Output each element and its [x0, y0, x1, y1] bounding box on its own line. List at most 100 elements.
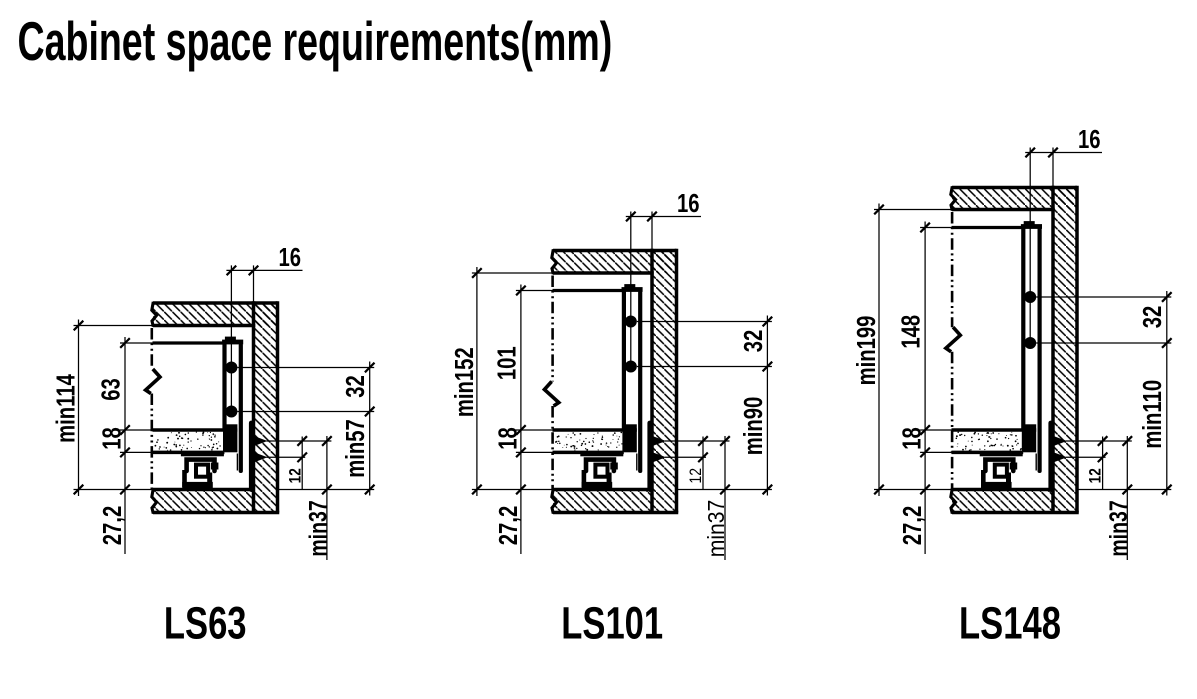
cad-line [919, 483, 931, 496]
cad-shape [988, 436, 991, 438]
cad-shape [215, 443, 218, 445]
cad-line [471, 267, 483, 279]
cad-shape [617, 438, 620, 440]
dim-board-thickness: 18 [97, 427, 126, 450]
cad-shape [178, 435, 181, 437]
cad-line [247, 264, 260, 276]
cad-shape [992, 462, 1009, 479]
cad-shape [585, 448, 587, 450]
cad-line [719, 483, 731, 496]
cad-shape [581, 442, 584, 445]
cad-shape [592, 437, 594, 440]
cad-line [515, 483, 527, 496]
dim-profile-height: 148 [896, 315, 925, 349]
cad-shape [210, 436, 213, 438]
cad-line [625, 210, 637, 223]
cad-shape [212, 433, 215, 435]
cad-shape [1037, 227, 1042, 473]
cad-shape [612, 439, 614, 441]
cad-shape [181, 437, 184, 440]
dim-pin-spacing: 12 [286, 468, 305, 483]
cad-shape [1020, 448, 1022, 450]
cad-shape [1016, 444, 1018, 446]
cad-shape [208, 438, 210, 440]
cad-shape [964, 448, 967, 450]
page-title: Cabinet space requirements(mm) [18, 10, 613, 72]
cad-shape [179, 444, 181, 447]
cad-shape [1009, 434, 1011, 436]
cad-shape [180, 449, 183, 451]
cad-shape [579, 432, 582, 435]
cad-shape [989, 445, 991, 447]
cad-shape [572, 432, 574, 434]
cad-shape [209, 431, 211, 434]
cad-shape [955, 437, 958, 440]
dim-hole-spacing: 32 [738, 330, 767, 353]
cad-shape [563, 444, 565, 446]
dim-side-gap: 16 [677, 189, 700, 218]
cad-shape [219, 445, 221, 447]
cad-shape [167, 449, 168, 451]
cad-shape [978, 438, 981, 441]
cad-shape [157, 439, 159, 441]
cad-shape [150, 488, 159, 515]
cad-shape [212, 443, 215, 446]
cad-shape [606, 472, 612, 487]
fixing-pin-upper [652, 436, 666, 446]
cad-shape [981, 470, 986, 487]
cad-shape [576, 447, 578, 450]
cad-line [321, 483, 333, 496]
cad-shape [210, 462, 219, 470]
cad-shape [584, 443, 587, 445]
cad-shape [616, 446, 618, 448]
cad-shape [173, 443, 176, 446]
cad-shape [167, 436, 170, 439]
cad-shape [967, 440, 969, 442]
cad-shape [208, 446, 211, 448]
cad-shape [1021, 227, 1026, 430]
cad-shape [187, 438, 189, 440]
cad-shape [981, 434, 984, 436]
cad-line [296, 451, 308, 463]
cad-shape [550, 249, 559, 275]
cad-line [873, 483, 885, 496]
dim-hole-to-bottom: min57 [341, 419, 370, 478]
cad-shape [984, 445, 986, 447]
dim-pin-to-bottom: min37 [304, 500, 332, 556]
cad-shape [600, 443, 603, 445]
cad-shape [580, 444, 583, 447]
cad-shape [1048, 420, 1055, 492]
cad-shape [1006, 472, 1011, 487]
cad-shape [617, 441, 619, 443]
cad-line [761, 315, 773, 328]
cad-shape [582, 440, 585, 443]
cad-shape [207, 444, 209, 447]
cad-shape [962, 448, 964, 451]
model-label: LS101 [561, 597, 663, 649]
cad-shape [190, 440, 192, 442]
dim-profile-height: 101 [492, 346, 521, 380]
cad-shape [224, 336, 236, 341]
cad-shape [550, 488, 559, 515]
cad-shape [200, 445, 202, 447]
dim-pin-spacing: 12 [1086, 468, 1105, 483]
cad-line [1121, 483, 1133, 496]
dim-under-board: 27,2 [97, 506, 126, 545]
cad-shape [612, 434, 614, 436]
cad-shape [248, 420, 255, 492]
cad-shape [585, 437, 587, 440]
cad-shape [592, 440, 594, 442]
cad-shape [573, 434, 576, 436]
cad-shape [170, 432, 172, 434]
cad-shape [216, 447, 219, 450]
cad-shape [993, 444, 996, 447]
cad-shape [1011, 445, 1013, 447]
dim-profile-height: 63 [96, 378, 125, 401]
cad-shape [621, 290, 626, 430]
cabinet-side-panel [253, 303, 278, 513]
cad-shape [973, 432, 976, 435]
cad-shape [565, 446, 567, 448]
cad-shape [150, 301, 159, 328]
